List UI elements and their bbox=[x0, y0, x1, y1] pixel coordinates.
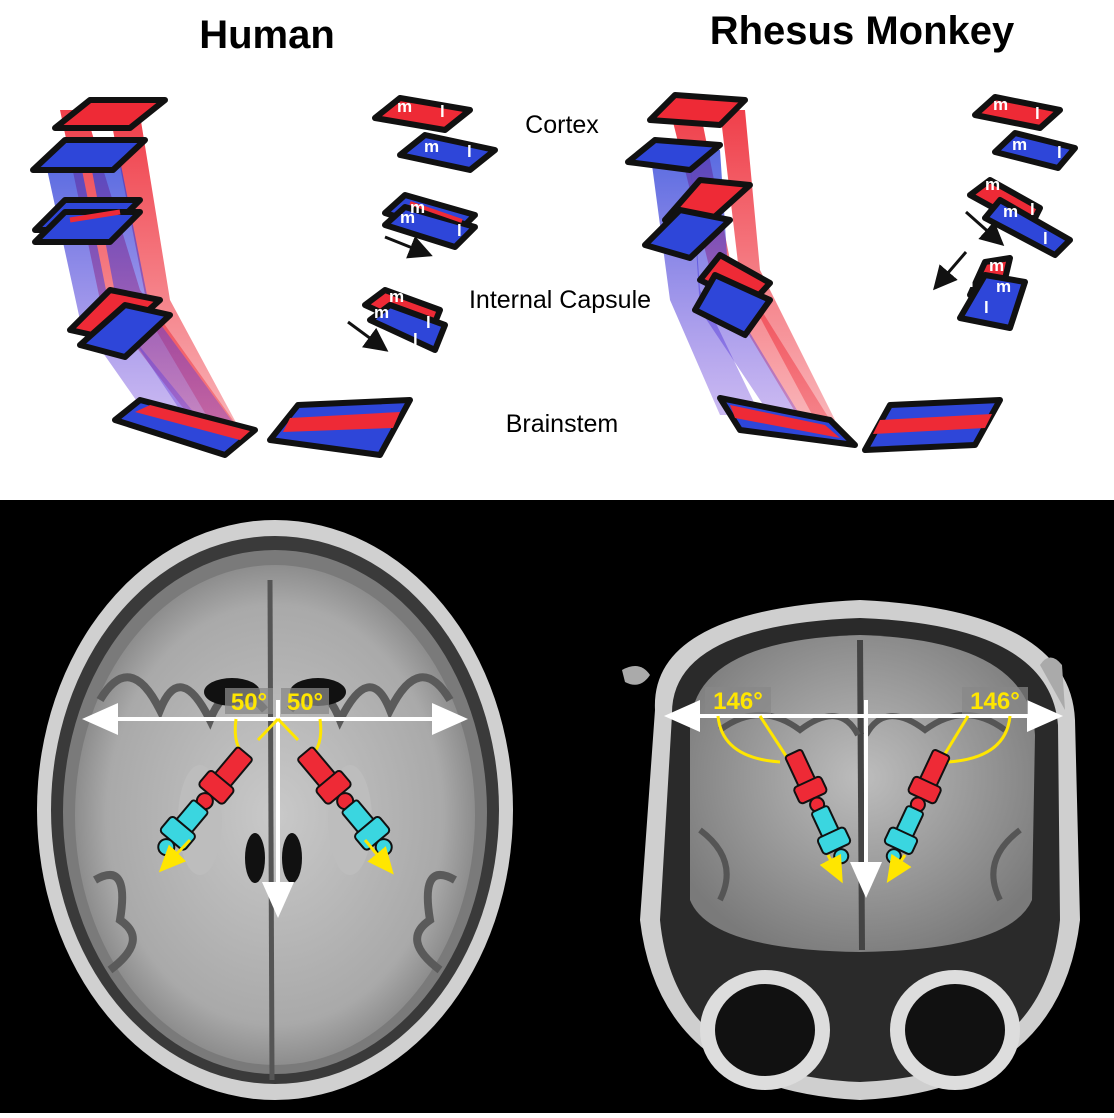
label-l: l bbox=[1043, 229, 1048, 248]
label-m: m bbox=[993, 95, 1008, 114]
label-l: l bbox=[457, 221, 462, 240]
label-m: m bbox=[1003, 202, 1018, 221]
monkey-detail-capsule: m l m l bbox=[935, 252, 1025, 328]
human-angle-left: 50° bbox=[231, 689, 267, 716]
mri-panel: 50° 50° bbox=[0, 500, 1114, 1113]
human-detail-cortex: m l m l bbox=[375, 97, 495, 170]
schematic-svg: Human Rhesus Monkey Cortex Internal Caps… bbox=[0, 0, 1114, 500]
label-l: l bbox=[984, 298, 989, 317]
label-l: l bbox=[1030, 200, 1035, 219]
human-angle-right: 50° bbox=[287, 689, 323, 716]
label-m: m bbox=[989, 256, 1004, 275]
label-l: l bbox=[440, 102, 445, 121]
schematic-panel: Human Rhesus Monkey Cortex Internal Caps… bbox=[0, 0, 1114, 500]
label-m: m bbox=[397, 97, 412, 116]
label-m: m bbox=[389, 287, 404, 306]
arrow-icon bbox=[935, 252, 966, 288]
label-l: l bbox=[969, 272, 974, 291]
level-cortex: Cortex bbox=[525, 111, 599, 139]
label-m: m bbox=[985, 175, 1000, 194]
label-l: l bbox=[1035, 104, 1040, 123]
monkey-angle-left: 146° bbox=[713, 688, 763, 715]
label-l: l bbox=[426, 313, 431, 332]
label-m: m bbox=[424, 137, 439, 156]
label-l: l bbox=[467, 142, 472, 161]
monkey-brainstem-slab-2 bbox=[865, 400, 1000, 450]
monkey-detail-cortex: m l m l bbox=[975, 95, 1075, 168]
label-m: m bbox=[996, 277, 1011, 296]
human-title: Human bbox=[199, 13, 335, 57]
label-m: m bbox=[374, 303, 389, 322]
label-l: l bbox=[413, 330, 418, 349]
label-m: m bbox=[1012, 135, 1027, 154]
level-internal-capsule: Internal Capsule bbox=[469, 286, 651, 314]
label-l: l bbox=[1057, 143, 1062, 162]
human-brainstem-slab-2 bbox=[270, 400, 410, 455]
monkey-title: Rhesus Monkey bbox=[710, 9, 1015, 53]
human-detail-capsule: m m l l bbox=[348, 287, 445, 350]
monkey-mri bbox=[622, 600, 1080, 1100]
mri-svg: 50° 50° bbox=[0, 500, 1114, 1113]
level-brainstem: Brainstem bbox=[506, 410, 619, 438]
human-cortex-red-slab bbox=[55, 100, 165, 128]
label-m: m bbox=[400, 208, 415, 227]
human-mri bbox=[37, 520, 513, 1100]
monkey-angle-right: 146° bbox=[970, 688, 1020, 715]
monkey-detail-mid: m l m l bbox=[966, 175, 1070, 255]
human-detail-mid: m m l bbox=[385, 195, 475, 255]
